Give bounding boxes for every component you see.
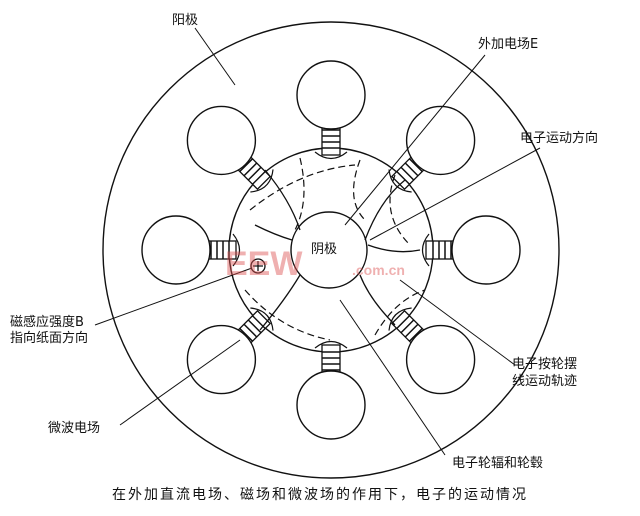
label-cathode: 阴极 [311,241,338,258]
cavity-hole [405,324,476,395]
label-spokes-hub: 电子轮辐和轮毂 [452,456,544,471]
label-cycloid-2: 线运动轨迹 [512,374,578,389]
cavity-hole [451,215,521,285]
label-anode: 阳极 [172,13,199,28]
leader-microwave [119,339,241,426]
cavity-hole [405,105,476,176]
leader-cycloid [399,279,516,366]
b-field-symbol [250,258,266,274]
leader-spokes [339,299,446,456]
cavity-hole [296,370,366,440]
resonator-cavity [186,105,274,193]
resonator-cavity [421,215,521,285]
leader-direction [369,147,541,241]
label-magnetic-b-1: 磁感应强度B [10,315,84,330]
leader-anode [194,27,236,86]
leader-field [344,54,486,226]
watermark-logo: EEW [225,245,303,283]
leader-b [94,267,253,326]
resonator-cavity [388,307,476,395]
resonator-cavity [296,340,366,440]
cavity-hole [186,105,257,176]
watermark-domain: .com.cn [352,262,405,278]
label-microwave-field: 微波电场 [48,421,101,436]
resonator-cavity [141,215,241,285]
resonator-cavity [296,60,366,160]
label-external-field: 外加电场E [478,37,539,52]
resonator-cavity [186,307,274,395]
cavity-hole [296,60,366,130]
figure-caption: 在外加直流电场、磁场和微波场的作用下，电子的运动情况 [112,487,528,503]
anode-outer-circle [102,21,560,479]
label-electron-direction: 电子运动方向 [520,131,599,146]
label-magnetic-b-2: 指向纸面方向 [10,331,89,346]
cavity-hole [186,324,257,395]
label-cycloid-1: 电子按轮摆 [512,357,578,372]
resonator-cavity [388,105,476,193]
cavity-hole [141,215,211,285]
